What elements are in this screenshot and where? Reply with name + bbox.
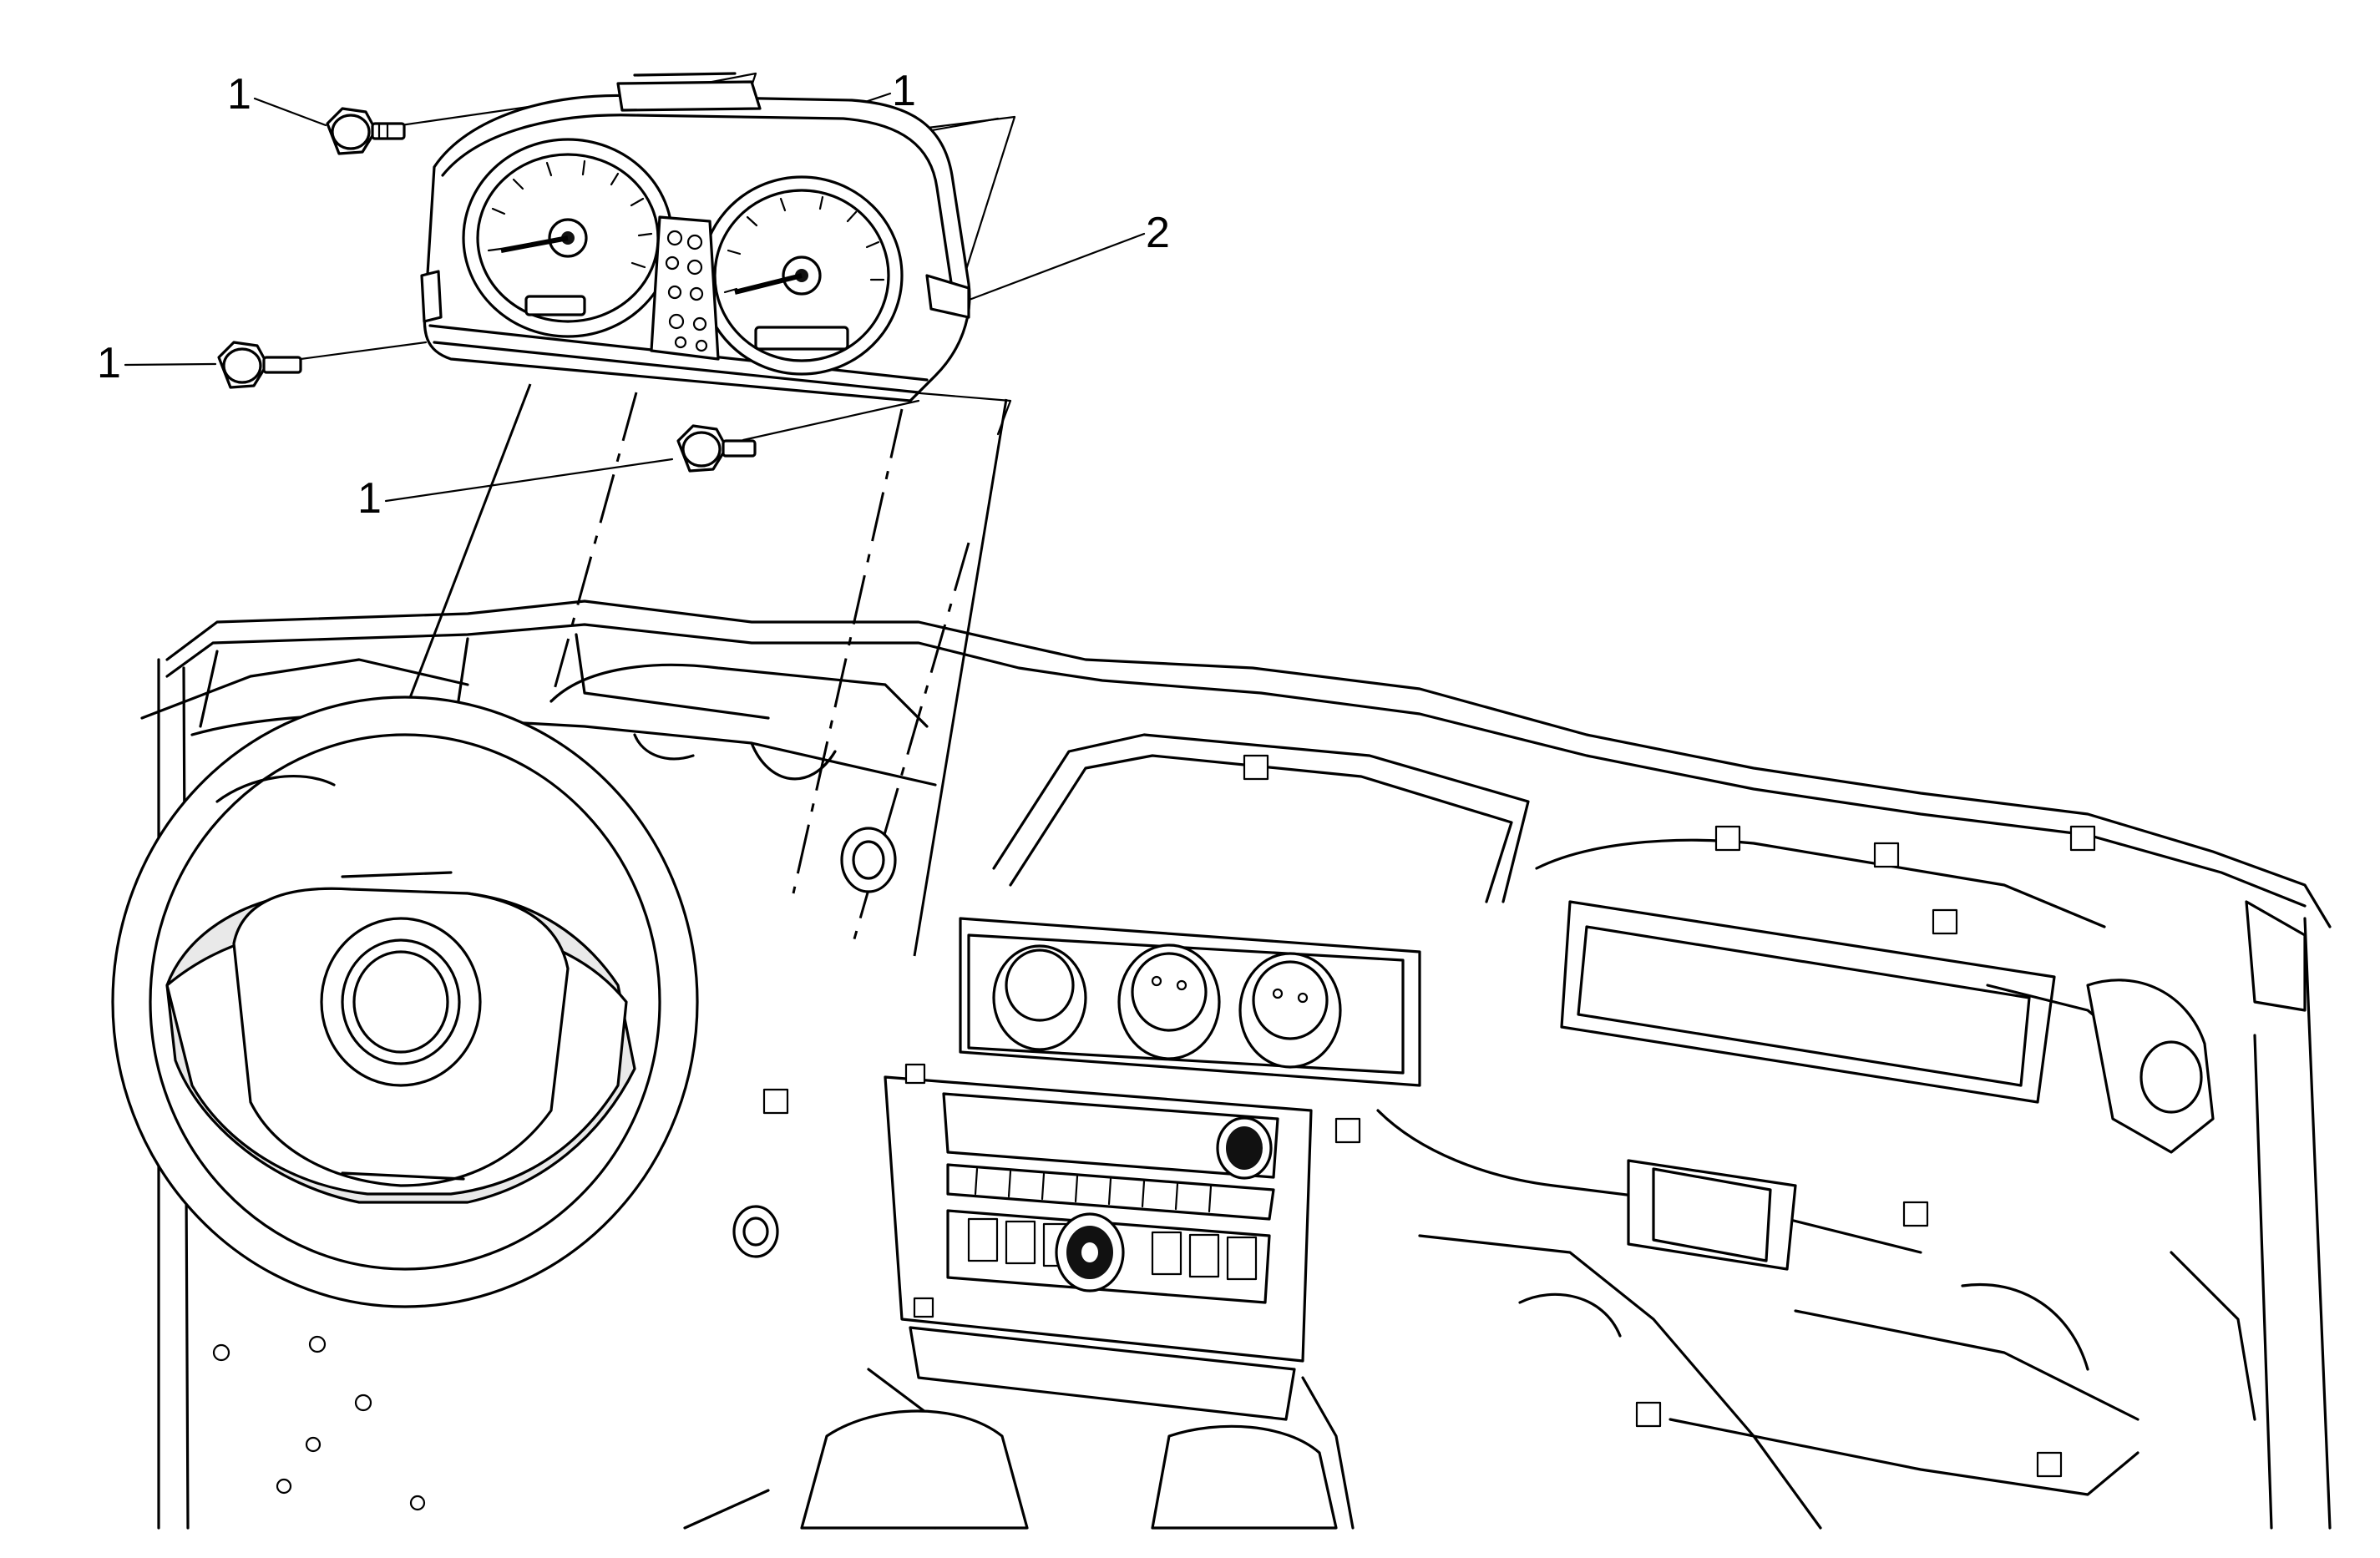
horn-pad-icon xyxy=(320,917,482,1087)
hvac-controls xyxy=(967,933,1405,1075)
bolt-icon xyxy=(217,341,302,389)
callout-bolt-left: 1 xyxy=(97,339,121,387)
volume-knob-icon xyxy=(1216,1116,1273,1180)
temperature-knob-icon xyxy=(1238,952,1342,1069)
steering-wheel xyxy=(111,658,699,1308)
callout-labels: 1 1 1 1 2 xyxy=(97,67,1170,523)
radio-unit xyxy=(884,1075,1313,1421)
bolt-icon xyxy=(326,107,406,155)
bolt-icon xyxy=(676,424,757,473)
warning-lamp-panel xyxy=(650,215,720,361)
vent-icon xyxy=(732,1205,779,1258)
tune-knob-icon xyxy=(1055,1212,1125,1292)
callout-bolt-lower-center: 1 xyxy=(357,474,382,523)
instrument-cluster xyxy=(420,72,971,402)
fan-knob-icon xyxy=(992,944,1087,1051)
instrument-panel xyxy=(157,599,2332,1530)
callout-cluster: 2 xyxy=(1146,209,1170,257)
speedometer-gauge xyxy=(462,138,674,338)
vent-icon xyxy=(2139,1040,2203,1114)
mode-knob-icon xyxy=(1117,943,1221,1060)
callout-bolt-top-left: 1 xyxy=(227,70,251,119)
tachometer-gauge xyxy=(700,175,904,376)
vent-icon xyxy=(840,827,897,893)
